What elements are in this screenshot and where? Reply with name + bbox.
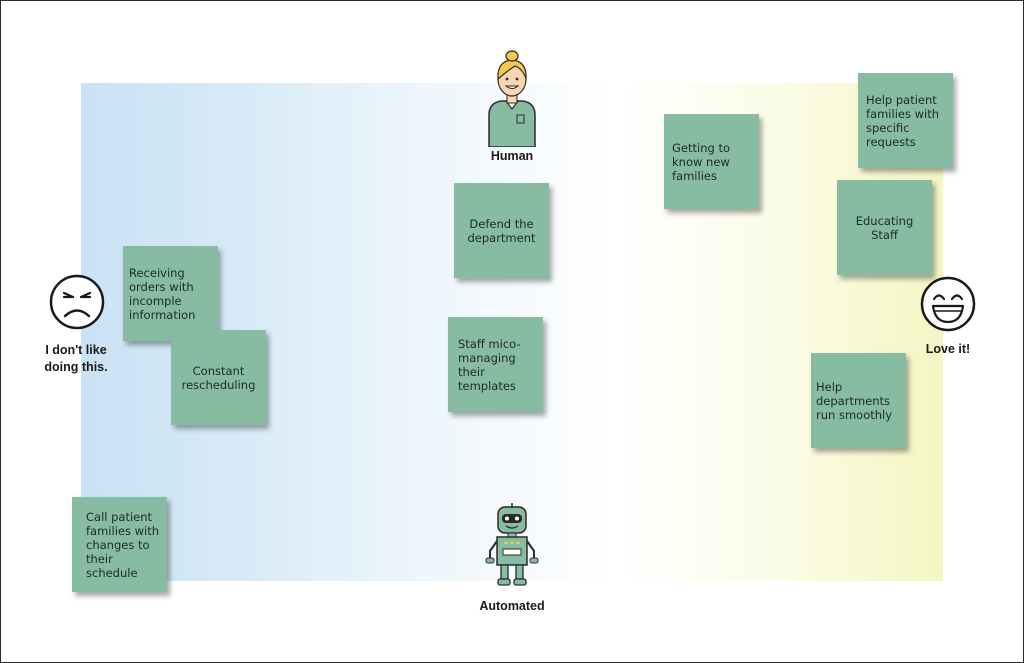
sticky-note: Getting to know new families [664, 114, 759, 209]
sticky-note: Help departments run smoothly [811, 353, 906, 448]
sticky-note-text: Getting to know new families [672, 140, 730, 183]
automated-label: Automated [479, 599, 545, 613]
human-icon [488, 50, 536, 147]
sticky-note-text: Staff mico-managing their templates [458, 336, 521, 393]
sticky-note-text: Educating Staff [855, 213, 914, 242]
sticky-note-text: Constant rescheduling [181, 363, 256, 392]
sticky-note-text: Defend the department [467, 216, 536, 245]
sticky-note: Receiving orders with incomple informati… [123, 246, 218, 341]
sad-face-icon [49, 274, 105, 330]
happy-face-icon [920, 276, 976, 332]
sticky-note: Help patient families with specific requ… [858, 73, 953, 168]
sticky-note: Call patient families with changes to th… [72, 497, 167, 592]
human-label: Human [490, 149, 534, 163]
love-it-label: Love it! [925, 342, 971, 356]
sticky-note-text: Help departments run smoothly [816, 379, 893, 422]
sticky-note: Defend the department [454, 183, 549, 278]
sticky-note-text: Help patient families with specific requ… [866, 92, 940, 149]
sticky-note: Staff mico-managing their templates [448, 317, 543, 412]
sticky-note-text: Call patient families with changes to th… [86, 509, 160, 580]
sticky-note: Constant rescheduling [171, 330, 266, 425]
sticky-note: Educating Staff [837, 180, 932, 275]
dislike-label: I don't like doing this. [44, 343, 108, 374]
robot-icon [485, 503, 539, 586]
sticky-note-text: Receiving orders with incomple informati… [129, 265, 196, 322]
